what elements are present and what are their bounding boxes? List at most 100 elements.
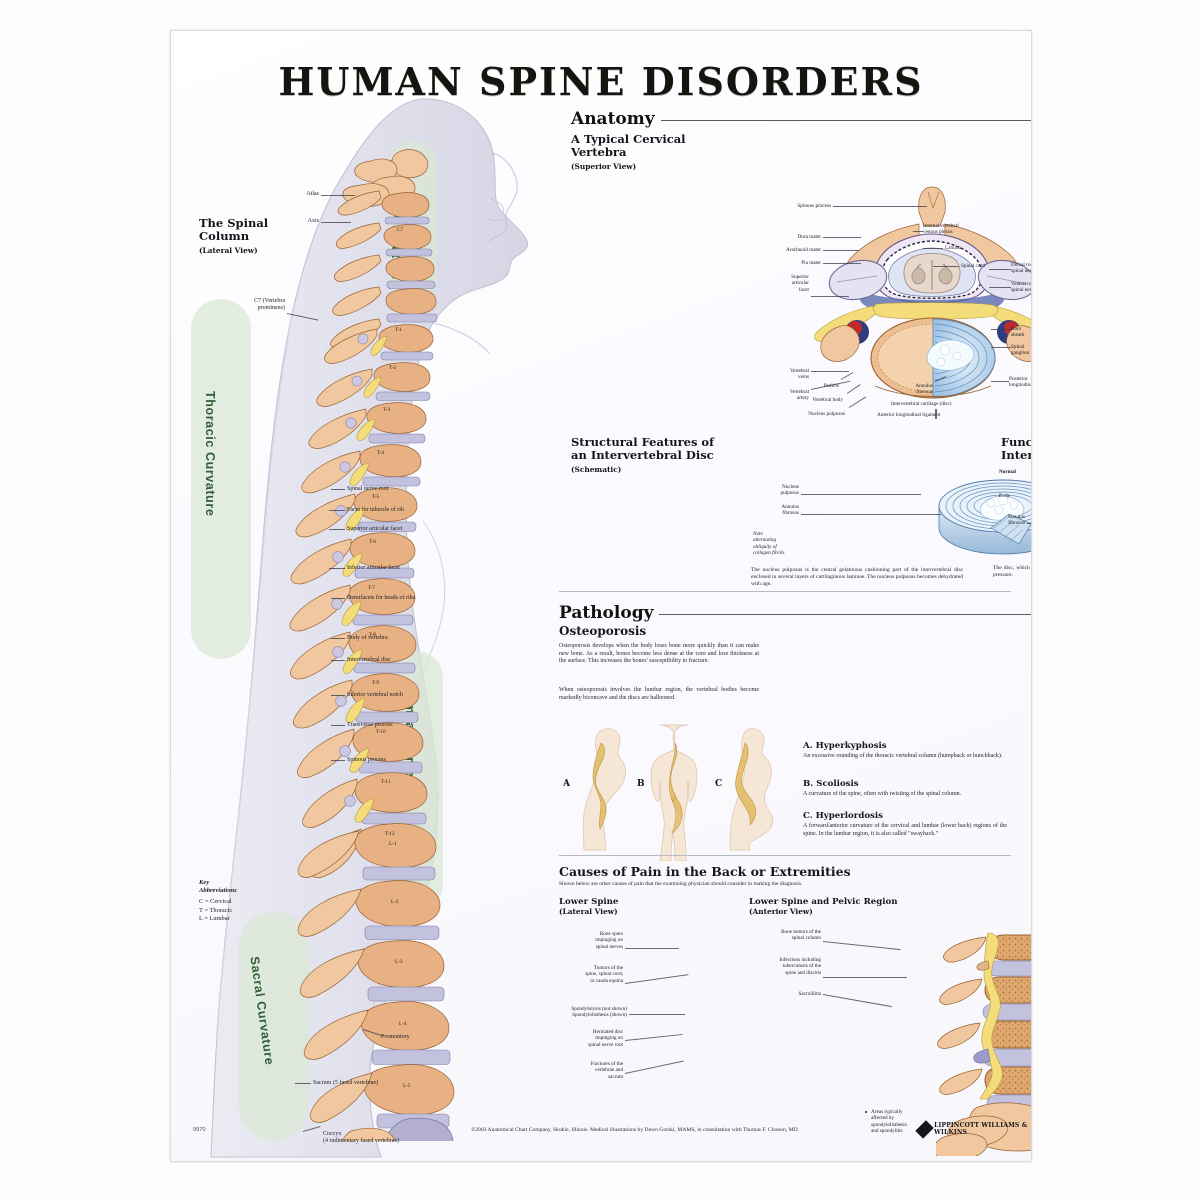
label-spondylolysis-listhesis: Spondylolysis (not shown) Spondylolisthe…	[571, 1006, 627, 1019]
leader-ventral-root	[989, 287, 1011, 288]
vertebra-id: T-8	[369, 632, 377, 638]
cervical-vertebra-title-line2: Vertebra	[571, 145, 627, 159]
vertebra-id: T-6	[369, 539, 377, 545]
label-dorsal-root-spinal-nerve: Dorsal root of spinal nerve	[1011, 262, 1032, 275]
vertebra-id: L-4	[399, 1021, 407, 1027]
label-superior-articular-facet: Superior articular facet	[347, 526, 403, 532]
pathology-rule	[659, 614, 1031, 615]
vertebra-id: L-5	[403, 1083, 411, 1089]
label-annulus-fibrosus-function: Annulus fibrosus	[1007, 514, 1025, 527]
vertebra-id: T-11	[381, 779, 391, 785]
label-anterior-longitudinal-ligament: Anterior longitudinal ligament	[877, 412, 941, 418]
label-sacrum: Sacrum (5 fused vertebrae)	[313, 1080, 379, 1086]
leader-lamina	[923, 248, 943, 249]
scoliosis-text: A curvature of the spine, often with twi…	[803, 791, 962, 797]
anatomy-pathology-divider	[559, 591, 1011, 592]
thoracic-curvature-band	[191, 299, 251, 659]
disc-function-caption: The disc, which contains nucleus pulposu…	[993, 565, 1031, 579]
label-areas-spondylolisthesis: Areas typically affected by spondylolist…	[871, 1109, 907, 1135]
causes-of-pain-intro: Shown below are other causes of pain tha…	[559, 881, 803, 887]
leader-anterior-longitudinal-ligament	[935, 409, 937, 419]
leader-spinal-nerve-root	[331, 489, 345, 490]
disc-structure-caption: The nucleus pulposus is the central gela…	[751, 567, 963, 588]
label-root-sheath: Root sheath	[1011, 326, 1025, 339]
leader-dorsal-root	[989, 269, 1011, 270]
leader-herniated-disc	[624, 1033, 683, 1041]
label-fractures-vertebrae-sacrum: Fractures of the vertebrae and sacrum	[590, 1061, 623, 1080]
disc-structure-title-line1: Structural Features of	[571, 435, 715, 449]
leader-nucleus-pulposus-disc	[801, 494, 921, 495]
leader-fractures-vertebrae	[624, 1060, 684, 1074]
osteoporosis-heading: Osteoporosis	[559, 624, 647, 638]
label-facet-tubercle-rib: Facet for tubercle of rib	[347, 507, 404, 513]
spinal-column-illustration	[211, 131, 471, 1161]
label-body-disc-function: Body	[999, 493, 1011, 499]
disc-function-title-line2: Intervertebral Discs	[1001, 448, 1031, 462]
label-superior-articular-facet-cervical: Superior articular facet	[791, 274, 809, 293]
causes-of-pain-heading: Causes of Pain in the Back or Extremitie…	[559, 864, 851, 879]
vertebra-id: T-5	[372, 494, 380, 500]
vertebra-id: C7	[397, 227, 404, 233]
vertebra-id: L-3	[395, 959, 403, 965]
intervertebral-disc-schematic-illustration	[931, 466, 1031, 561]
vertebra-id: T-4	[377, 450, 385, 456]
label-nucleus-pulposus-disc: Nucleus pulposus	[780, 484, 799, 497]
leader-infections-tuberculosis	[823, 977, 907, 978]
lower-spine-lateral-view: (Lateral View)	[559, 907, 618, 916]
label-pedicle: Pedicle	[823, 383, 839, 389]
disc-function-title-line1: Function of	[1001, 435, 1032, 449]
publisher-logo: LIPPINCOTT WILLIAMS & WILKINS	[915, 1119, 1029, 1139]
section-header-pathology: Pathology	[559, 603, 1031, 623]
cervical-vertebra-title-line1: A Typical Cervical	[571, 132, 686, 146]
posture-figure-key-b: B	[637, 779, 645, 789]
label-note-collagen-fibrils: Note alternating obliquity of collagen f…	[753, 531, 785, 557]
label-demifacets-heads-ribs: Demifacets for heads of ribs	[347, 595, 415, 601]
leader-spinous-process	[331, 760, 345, 761]
spinal-column-title: The Spinal Column (Lateral View)	[199, 217, 309, 257]
hyperkyphosis-text: An excessive rounding of the thoracic ve…	[803, 753, 1003, 759]
leader-superior-articular-facet	[329, 529, 345, 530]
spinal-column-view: (Lateral View)	[199, 246, 258, 255]
label-spinous-process-cervical: Spinous process	[797, 203, 831, 209]
disc-structure-title-line2: an Intervertebral Disc	[571, 448, 714, 462]
label-infections-tuberculosis: Infections including tuberculosis of the…	[779, 957, 821, 976]
leader-spinous-process-cervical	[833, 206, 927, 207]
disc-function-title: Function of Intervertebral Discs	[1001, 435, 1032, 462]
leader-spondylolysis	[629, 1014, 685, 1015]
leader-annulus-fibrosus-disc	[801, 514, 941, 515]
anatomical-poster: HUMAN SPINE DISORDERS	[170, 30, 1032, 1162]
vertebra-id: L-2	[391, 899, 399, 905]
leader-body-of-vertebra	[331, 638, 345, 639]
label-annulus-fibrosus-disc: Annulus fibrosus	[781, 504, 799, 517]
label-body-of-vertebra: Body of vertebra	[347, 635, 388, 641]
label-spinal-nerve-root: Spinal nerve root	[347, 486, 389, 492]
leader-inferior-vertebral-notch	[331, 695, 345, 696]
label-ventral-root-spinal-nerve: Ventral root of spinal nerve	[1011, 281, 1032, 294]
sku-number: 9970	[193, 1127, 206, 1133]
hyperlordosis-title: C. Hyperlordosis	[803, 811, 883, 821]
section-header-anatomy: Anatomy	[571, 109, 1031, 129]
lower-spine-lateral-title-line1: Lower Spine	[559, 897, 619, 907]
anatomy-heading-text: Anatomy	[571, 109, 655, 129]
label-annulus-fibrosus-cervical: Annulus fibrosus	[915, 383, 933, 396]
label-promontory: Promontory	[381, 1034, 410, 1040]
leader-tumors-spine	[624, 974, 689, 984]
posture-figure-key-a: A	[563, 779, 570, 789]
label-herniated-disc: Herniated disc impinging on spinal nerve…	[588, 1029, 623, 1048]
vertebra-id: T-12	[385, 831, 395, 837]
leader-vertebral-veins	[811, 371, 849, 372]
lower-spine-pelvic-view: (Anterior View)	[749, 907, 813, 916]
leader-bone-spurs	[625, 948, 679, 949]
label-tumors-spine-cauda-equina: Tumors of the spine, spinal cord, or cau…	[585, 965, 623, 984]
lower-spine-pelvic-title-line1: Lower Spine and Pelvic Region	[749, 897, 898, 907]
leader-demifacets	[331, 598, 345, 599]
causes-of-pain-divider	[559, 855, 1011, 856]
leader-intervertebral-disc	[331, 660, 345, 661]
key-abbreviation-item: L = Lumbar	[199, 914, 230, 922]
hyperkyphosis-title: A. Hyperkyphosis	[803, 741, 887, 751]
label-axis: Axis	[307, 218, 319, 224]
copyright-line: ©2003 Anatomical Chart Company, Skokie, …	[471, 1127, 798, 1133]
label-sacroiliitis: Sacroiliitis	[798, 991, 821, 997]
vertebra-id: T-2	[389, 365, 397, 371]
